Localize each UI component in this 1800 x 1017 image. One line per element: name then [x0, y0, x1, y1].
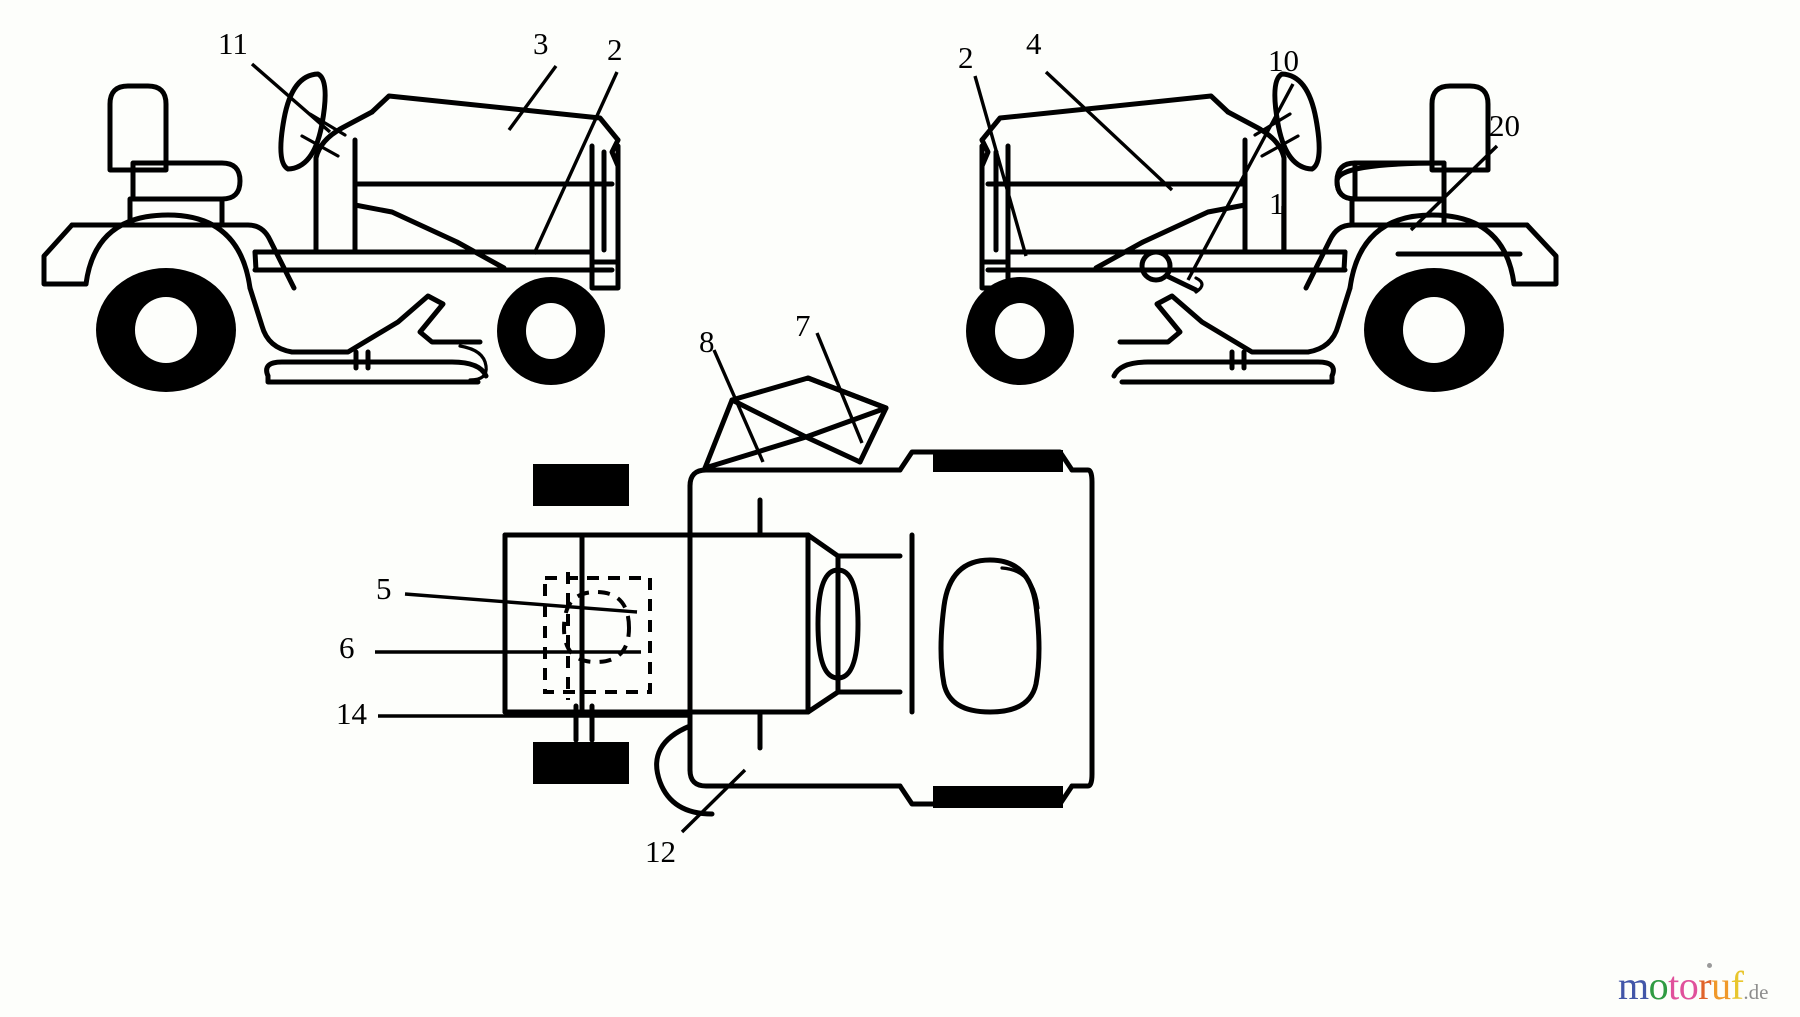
callout-14: 14 — [336, 696, 367, 731]
callout-4: 4 — [1026, 26, 1042, 61]
callout-11: 11 — [218, 26, 248, 61]
callout-6: 6 — [339, 630, 355, 665]
callout-2-left: 2 — [607, 32, 623, 67]
callout-1: 1 — [1269, 186, 1285, 221]
logo-dot-icon — [1707, 963, 1713, 968]
logo-letter-f: f — [1730, 963, 1744, 1008]
logo-letter-t: t — [1668, 963, 1679, 1008]
callout-7: 7 — [795, 308, 811, 343]
logo-letter-m: m — [1618, 963, 1649, 1008]
logo-letter-o1: o — [1648, 963, 1669, 1008]
callout-2-right: 2 — [958, 40, 974, 75]
callout-12: 12 — [645, 834, 676, 869]
logo-letter-r: r — [1698, 963, 1712, 1008]
callout-20: 20 — [1489, 108, 1520, 143]
motoruf-logo: motoruf.de — [1618, 962, 1768, 1009]
callout-3: 3 — [533, 26, 549, 61]
callout-10: 10 — [1268, 43, 1299, 78]
callout-5: 5 — [376, 571, 392, 606]
callout-8: 8 — [699, 324, 715, 359]
logo-letter-u: u — [1711, 963, 1731, 1008]
logo-letter-o2: o — [1678, 963, 1699, 1008]
logo-suffix: .de — [1743, 980, 1769, 1004]
